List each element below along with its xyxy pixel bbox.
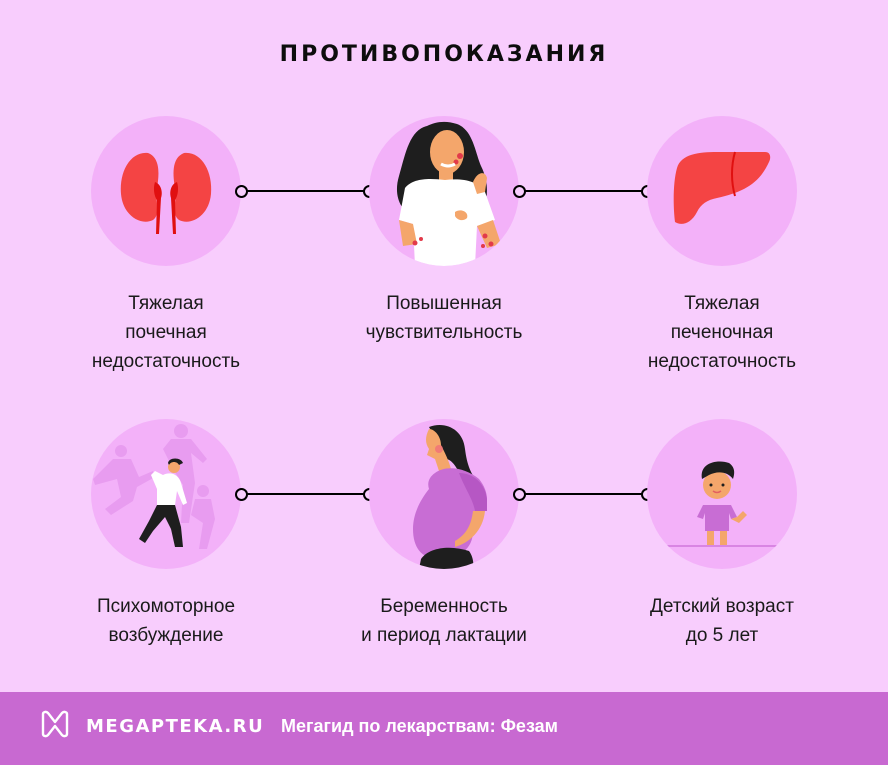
label-line: недостаточность [91, 351, 241, 372]
footer-bar: MEGAPTEKA.RU Мегагид по лекарствам: Феза… [0, 692, 888, 765]
allergy-woman-icon [369, 116, 519, 266]
label-line: и период лактации [361, 625, 527, 646]
footer-tagline: Мегагид по лекарствам: Фезам [281, 716, 558, 736]
kidneys-icon [91, 116, 241, 266]
label-line: печеночная [670, 322, 774, 343]
connector-line [246, 493, 364, 495]
label-line: до 5 лет [685, 625, 759, 646]
brand-name: MEGAPTEKA.RU [86, 716, 265, 737]
connector-line [524, 190, 642, 192]
pregnant-woman-icon [369, 419, 519, 569]
label-kidney-failure: Тяжелая почечная недостаточность [46, 289, 286, 376]
agitated-man-icon [91, 419, 241, 569]
label-line: Психомоторное [96, 596, 236, 617]
label-line: недостаточность [647, 351, 797, 372]
liver-icon [647, 116, 797, 266]
label-line: Детский возраст [650, 596, 794, 617]
label-hypersensitivity: Повышенная чувствительность [324, 289, 564, 347]
label-line: Беременность [380, 596, 508, 617]
page-title: ПРОТИВОПОКАЗАНИЯ [279, 42, 609, 67]
label-child-age: Детский возраст до 5 лет [602, 592, 842, 650]
label-line: почечная [125, 322, 207, 343]
label-liver-failure: Тяжелая печеночная недостаточность [602, 289, 842, 376]
megapteka-logo-icon [41, 710, 69, 738]
label-line: возбуждение [108, 625, 224, 646]
connector-line [246, 190, 364, 192]
label-line: Повышенная [386, 293, 502, 314]
label-line: чувствительность [365, 322, 523, 343]
label-line: Тяжелая [684, 293, 760, 314]
label-line: Тяжелая [128, 293, 204, 314]
label-psychomotor-agitation: Психомоторное возбуждение [46, 592, 286, 650]
child-icon [647, 419, 797, 569]
connector-line [524, 493, 642, 495]
label-pregnancy-lactation: Беременность и период лактации [324, 592, 564, 650]
